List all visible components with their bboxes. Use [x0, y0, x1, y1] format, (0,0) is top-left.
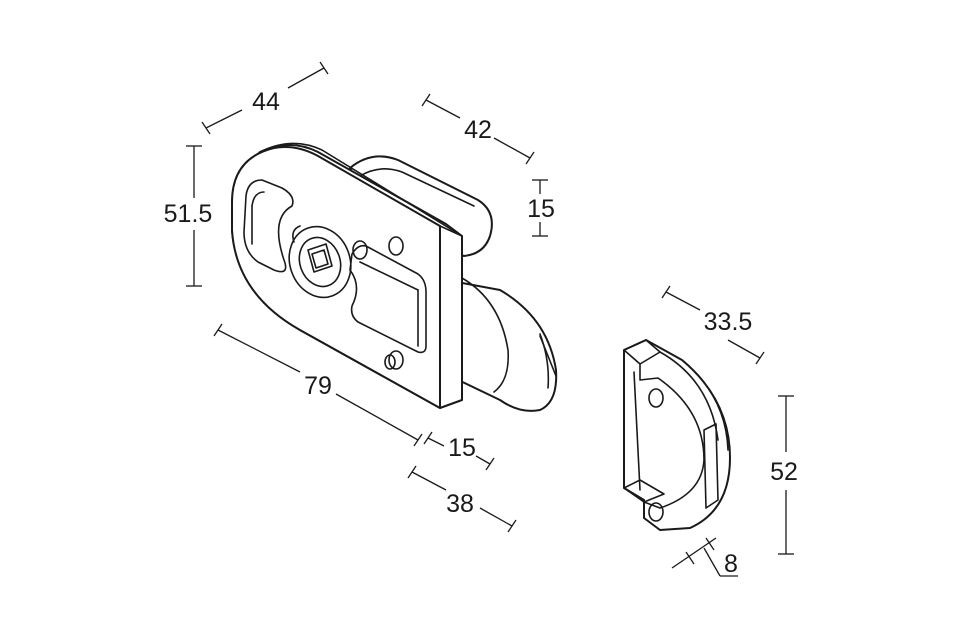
lock-assembly — [231, 142, 558, 412]
dim-label-height-left: 51.5 — [164, 200, 213, 228]
lock-body — [231, 142, 463, 409]
dim-label-faceplate-thickness: 15 — [448, 434, 476, 462]
dim-label-keeper-width: 33.5 — [704, 308, 753, 336]
dim-label-keeper-height: 52 — [770, 458, 798, 486]
dim-label-bolt-length: 38 — [446, 490, 474, 518]
dim-label-width-bolt: 42 — [464, 116, 492, 144]
dimension-lines — [186, 61, 794, 577]
dim-label-length-bottom: 79 — [304, 372, 332, 400]
dimension-labels: 44 51.5 79 42 15 15 38 33.5 52 8 — [164, 88, 798, 578]
dim-label-width-top: 44 — [252, 88, 280, 116]
sliding-bolt — [445, 277, 558, 412]
dim-label-bolt-thickness: 15 — [527, 195, 555, 223]
dim-label-keeper-thickness: 8 — [724, 550, 738, 578]
keeper-assembly — [623, 339, 731, 531]
